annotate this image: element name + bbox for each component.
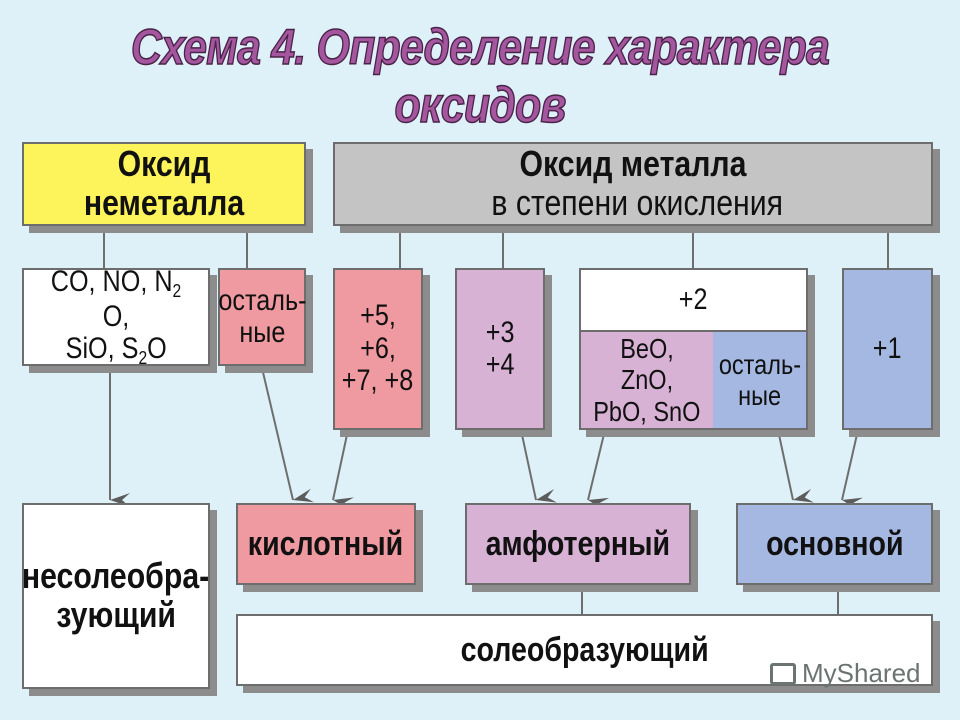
acidic-box: кислотный	[236, 503, 416, 585]
metal-oxide-header: Оксид металла в степени окисления	[333, 142, 933, 226]
oxidation-one-box: +1	[842, 268, 933, 430]
basic-box: основной	[736, 503, 933, 585]
oxidation-one-label: +1	[873, 331, 902, 365]
amphoteric-label: амфотерный	[485, 524, 671, 563]
acidic-label: кислотный	[248, 524, 404, 563]
non-salt-forming-box: несолеобра- зующий	[22, 503, 210, 689]
metal-oxide-label: Оксид металла в степени окисления	[383, 143, 884, 223]
oxidation-high-box: +5, +6, +7, +8	[333, 268, 423, 430]
non-salt-forming-line-1: несолеобра-	[22, 555, 210, 597]
watermark: MyShared	[770, 658, 921, 689]
oxidation-two-amph-line-1: BeO, ZnO,	[620, 332, 674, 396]
metal-oxide-rest: в степени окисления	[482, 182, 783, 223]
oxidation-two-others-line-1: осталь-	[718, 348, 801, 380]
oxidation-mid-box: +3 +4	[455, 268, 545, 430]
basic-label: основной	[765, 524, 904, 563]
oxidation-two-others-cell: осталь- ные	[713, 332, 806, 428]
salt-free-line-2: SiO, S2O	[65, 332, 167, 369]
oxidation-high-line-2: +7, +8	[342, 364, 414, 398]
oxidation-two-amphoteric-cell: BeO, ZnO, PbO, SnO	[581, 332, 713, 428]
salt-forming-box: солеобразующий	[236, 614, 933, 686]
oxidation-two-label: +2	[679, 283, 708, 317]
nonmetal-others-line-2: ные	[238, 316, 286, 349]
amphoteric-box: амфотерный	[465, 503, 691, 585]
salt-free-line-1: CO, NO, N2O,	[50, 264, 182, 333]
salt-free-oxides-box: CO, NO, N2O, SiO, S2O	[22, 264, 210, 369]
nonmetal-others-box: осталь- ные	[218, 268, 306, 366]
oxidation-mid-line-1: +3	[485, 315, 515, 349]
oxidation-two-label-cell: +2	[581, 270, 806, 332]
watermark-text: MyShared	[802, 658, 921, 688]
oxidation-high-line-1: +5, +6,	[360, 299, 396, 365]
oxidation-two-amph-line-2: PbO, SnO	[593, 395, 701, 427]
salt-forming-label: солеобразующий	[460, 630, 709, 669]
oxidation-mid-line-2: +4	[485, 348, 515, 381]
metal-oxide-bold: Оксид металла	[519, 143, 747, 185]
nonmetal-oxide-header: Оксид неметалла	[22, 142, 306, 226]
nonmetal-others-line-1: осталь-	[217, 283, 307, 317]
oxidation-two-others-line-2: ные	[738, 380, 781, 411]
presentation-icon	[770, 662, 796, 685]
non-salt-forming-line-2: зующий	[56, 594, 176, 635]
oxidation-two-box: +2 BeO, ZnO, PbO, SnO осталь- ные	[579, 268, 808, 430]
nonmetal-oxide-label: Оксид неметалла	[83, 143, 245, 223]
diagram-title: Схема 4. Определение характера оксидов	[130, 18, 830, 134]
